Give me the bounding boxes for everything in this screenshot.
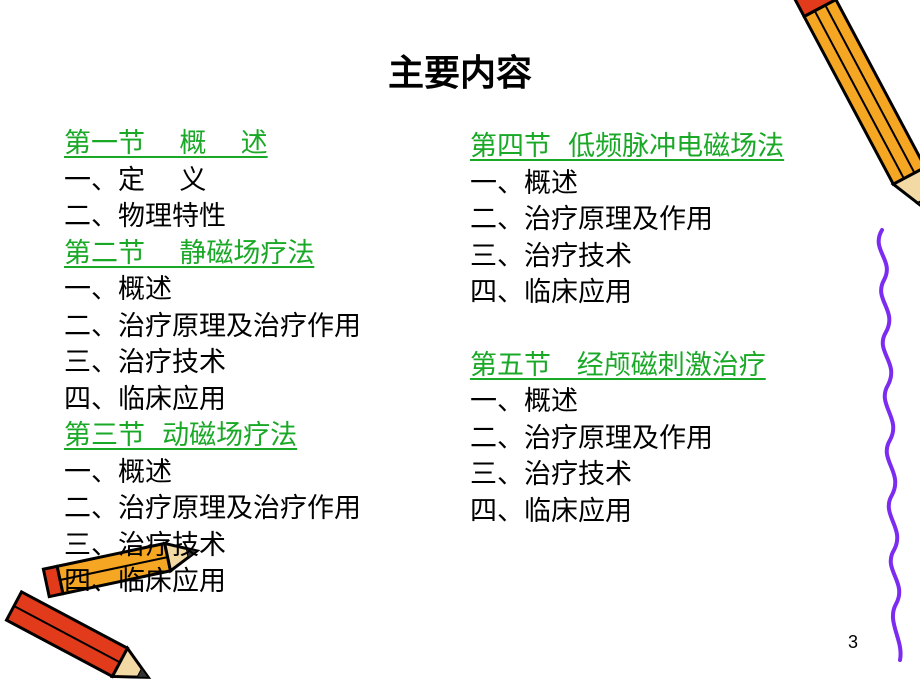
list-item: 一、概述 xyxy=(64,456,172,488)
section: 第一节 概 述 一、定 义 二、物理特性 xyxy=(64,126,361,236)
spacer xyxy=(470,312,784,348)
list-item: 四、临床应用 xyxy=(64,566,226,597)
list-item: 三、治疗技术 xyxy=(470,240,632,272)
list-item: 一、概述 xyxy=(64,274,172,305)
list-item: 二、治疗原理及治疗作用 xyxy=(64,310,361,342)
list-item: 四、临床应用 xyxy=(470,495,632,527)
slide-title: 主要内容 xyxy=(387,53,532,94)
section-heading[interactable]: 第一节 概 述 xyxy=(64,128,268,159)
list-item: 四、临床应用 xyxy=(64,383,226,415)
list-item: 三、治疗技术 xyxy=(470,459,632,490)
list-item: 一、定 义 xyxy=(64,164,207,196)
list-item: 二、物理特性 xyxy=(64,201,226,232)
right-column: 第四节 低频脉冲电磁场法 一、概述 二、治疗原理及作用 三、治疗技术 四、临床应… xyxy=(470,129,784,530)
list-item: 四、临床应用 xyxy=(470,277,632,308)
section: 第五节 经颅磁刺激治疗 一、概述 二、治疗原理及作用 三、治疗技术 四、临床应用 xyxy=(470,348,784,531)
left-column: 第一节 概 述 一、定 义 二、物理特性 第二节 静磁场疗法 一、概述 二、治疗… xyxy=(64,126,361,601)
list-item: 二、治疗原理及作用 xyxy=(470,422,713,454)
section: 第四节 低频脉冲电磁场法 一、概述 二、治疗原理及作用 三、治疗技术 四、临床应… xyxy=(470,129,784,312)
section: 第三节 动磁场疗法 一、概述 二、治疗原理及治疗作用 三、治疗技术 四、临床应用 xyxy=(64,418,361,601)
list-item: 一、概述 xyxy=(470,386,578,417)
section-heading[interactable]: 第三节 动磁场疗法 xyxy=(64,420,298,451)
section-heading[interactable]: 第五节 经颅磁刺激治疗 xyxy=(470,349,766,381)
list-item: 二、治疗原理及治疗作用 xyxy=(64,493,361,524)
list-item: 二、治疗原理及作用 xyxy=(470,204,713,235)
page-number: 3 xyxy=(847,632,858,652)
list-item: 一、概述 xyxy=(470,167,578,199)
list-item: 三、治疗技术 xyxy=(64,529,226,561)
section-heading[interactable]: 第二节 静磁场疗法 xyxy=(64,237,315,269)
list-item: 三、治疗技术 xyxy=(64,347,226,378)
section: 第二节 静磁场疗法 一、概述 二、治疗原理及治疗作用 三、治疗技术 四、临床应用 xyxy=(64,236,361,419)
section-heading[interactable]: 第四节 低频脉冲电磁场法 xyxy=(470,131,785,162)
